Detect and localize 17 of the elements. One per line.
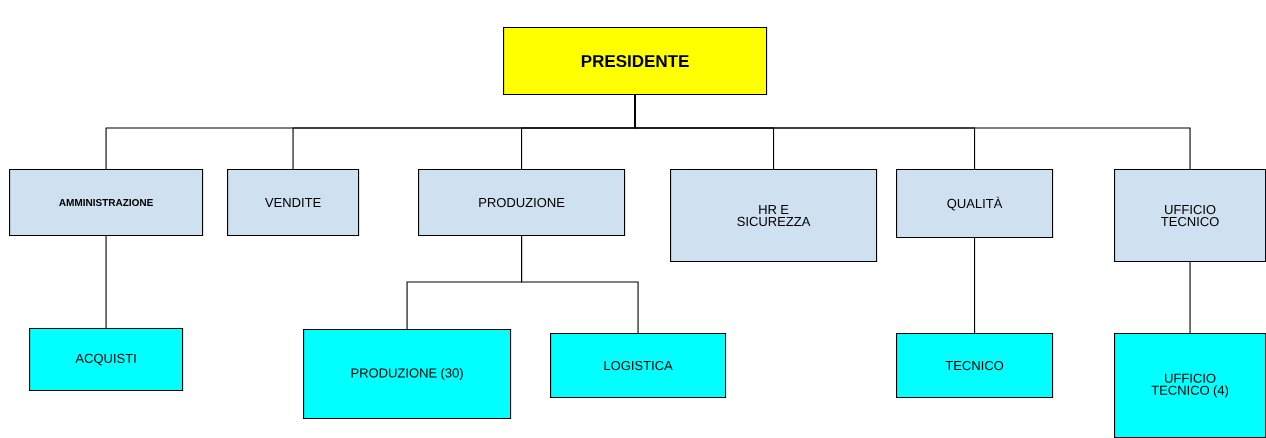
connector-line <box>974 237 976 334</box>
connector-line <box>521 235 639 334</box>
org-box: QUALITÀ <box>896 169 1054 239</box>
org-box: VENDITE <box>227 169 360 237</box>
org-box: TECNICO <box>896 333 1054 399</box>
org-box: LOGISTICA <box>550 333 727 399</box>
org-box: PRODUZIONE <box>418 169 626 237</box>
org-box: UFFICIO TECNICO <box>1114 169 1266 263</box>
org-box: AMMINISTRAZIONE <box>9 169 204 237</box>
org-box: ACQUISTI <box>29 328 184 392</box>
connector-line <box>634 94 1191 170</box>
org-box: HR E SICUREZZA <box>670 169 878 263</box>
org-box: PRESIDENTE <box>503 27 768 96</box>
connector-line <box>105 235 107 329</box>
org-box: PRODUZIONE (30) <box>303 329 512 420</box>
connector-line <box>1189 261 1191 334</box>
org-box: UFFICIO TECNICO (4) <box>1114 333 1266 438</box>
